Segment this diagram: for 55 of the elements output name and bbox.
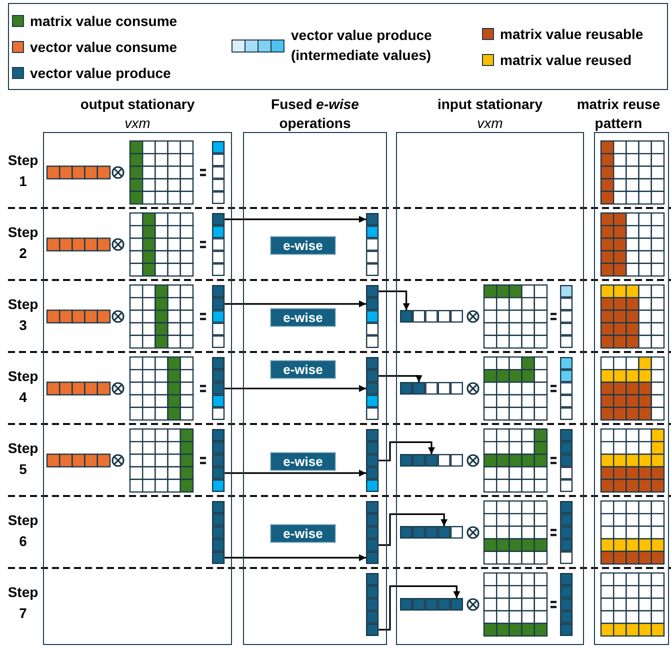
vector-bar [366,573,379,636]
column-heading: Fused e-wise operations [270,95,360,133]
vector-bar [212,285,225,348]
arrow [224,300,366,308]
vector-bar [400,598,463,611]
arrow [378,513,448,546]
arrow [378,585,460,630]
arrow [224,470,366,477]
arrow [224,216,366,223]
vector-bar [212,357,225,420]
arrow [378,290,410,310]
step-label: Step 6 [6,511,40,551]
vector-bar [560,357,573,420]
operation-box: e-wise [270,236,336,254]
arrow [378,375,422,382]
step-label: Step 1 [6,151,40,191]
arrow [224,385,366,392]
vector-bar [212,429,225,492]
vector-bar [400,382,463,395]
vector-bar [366,213,379,276]
operation-box: e-wise [270,308,336,326]
column-heading: matrix reuse pattern [576,95,662,133]
vector-bar [560,285,573,348]
step-label: Step 2 [6,223,40,263]
legend-label: vector value produce [30,64,171,83]
step-label: Step 3 [6,295,40,335]
vector-bar [560,573,573,636]
legend-label: matrix value reused [500,51,632,70]
column-heading: vxm [476,114,504,133]
vector-bar [400,454,463,467]
legend-label: matrix value reusable [500,25,644,44]
vector-bar [560,501,573,564]
vector-bar [400,526,463,539]
vector-bar [366,429,379,492]
vector-bar [212,501,225,564]
arrow [378,441,435,462]
vector-bar [212,213,225,276]
arrow [224,554,366,562]
vector-bar [560,429,573,492]
column-heading: vxm [124,114,152,133]
step-label: Step 7 [6,583,40,623]
vector-bar [400,310,463,323]
step-label: Step 4 [6,367,40,407]
vector-bar [366,285,379,348]
operation-box: e-wise [270,524,336,542]
legend-label: vector value consume [30,38,178,57]
step-label: Step 5 [6,439,40,479]
operation-box: e-wise [270,360,336,379]
operation-box: e-wise [270,452,336,470]
vector-bar [366,501,379,564]
vector-bar [366,357,379,420]
vector-bar [212,141,225,204]
legend-label: vector value produce (intermediate values) [291,26,433,65]
column-heading: output stationary [79,95,196,114]
legend-label: matrix value consume [30,12,178,31]
